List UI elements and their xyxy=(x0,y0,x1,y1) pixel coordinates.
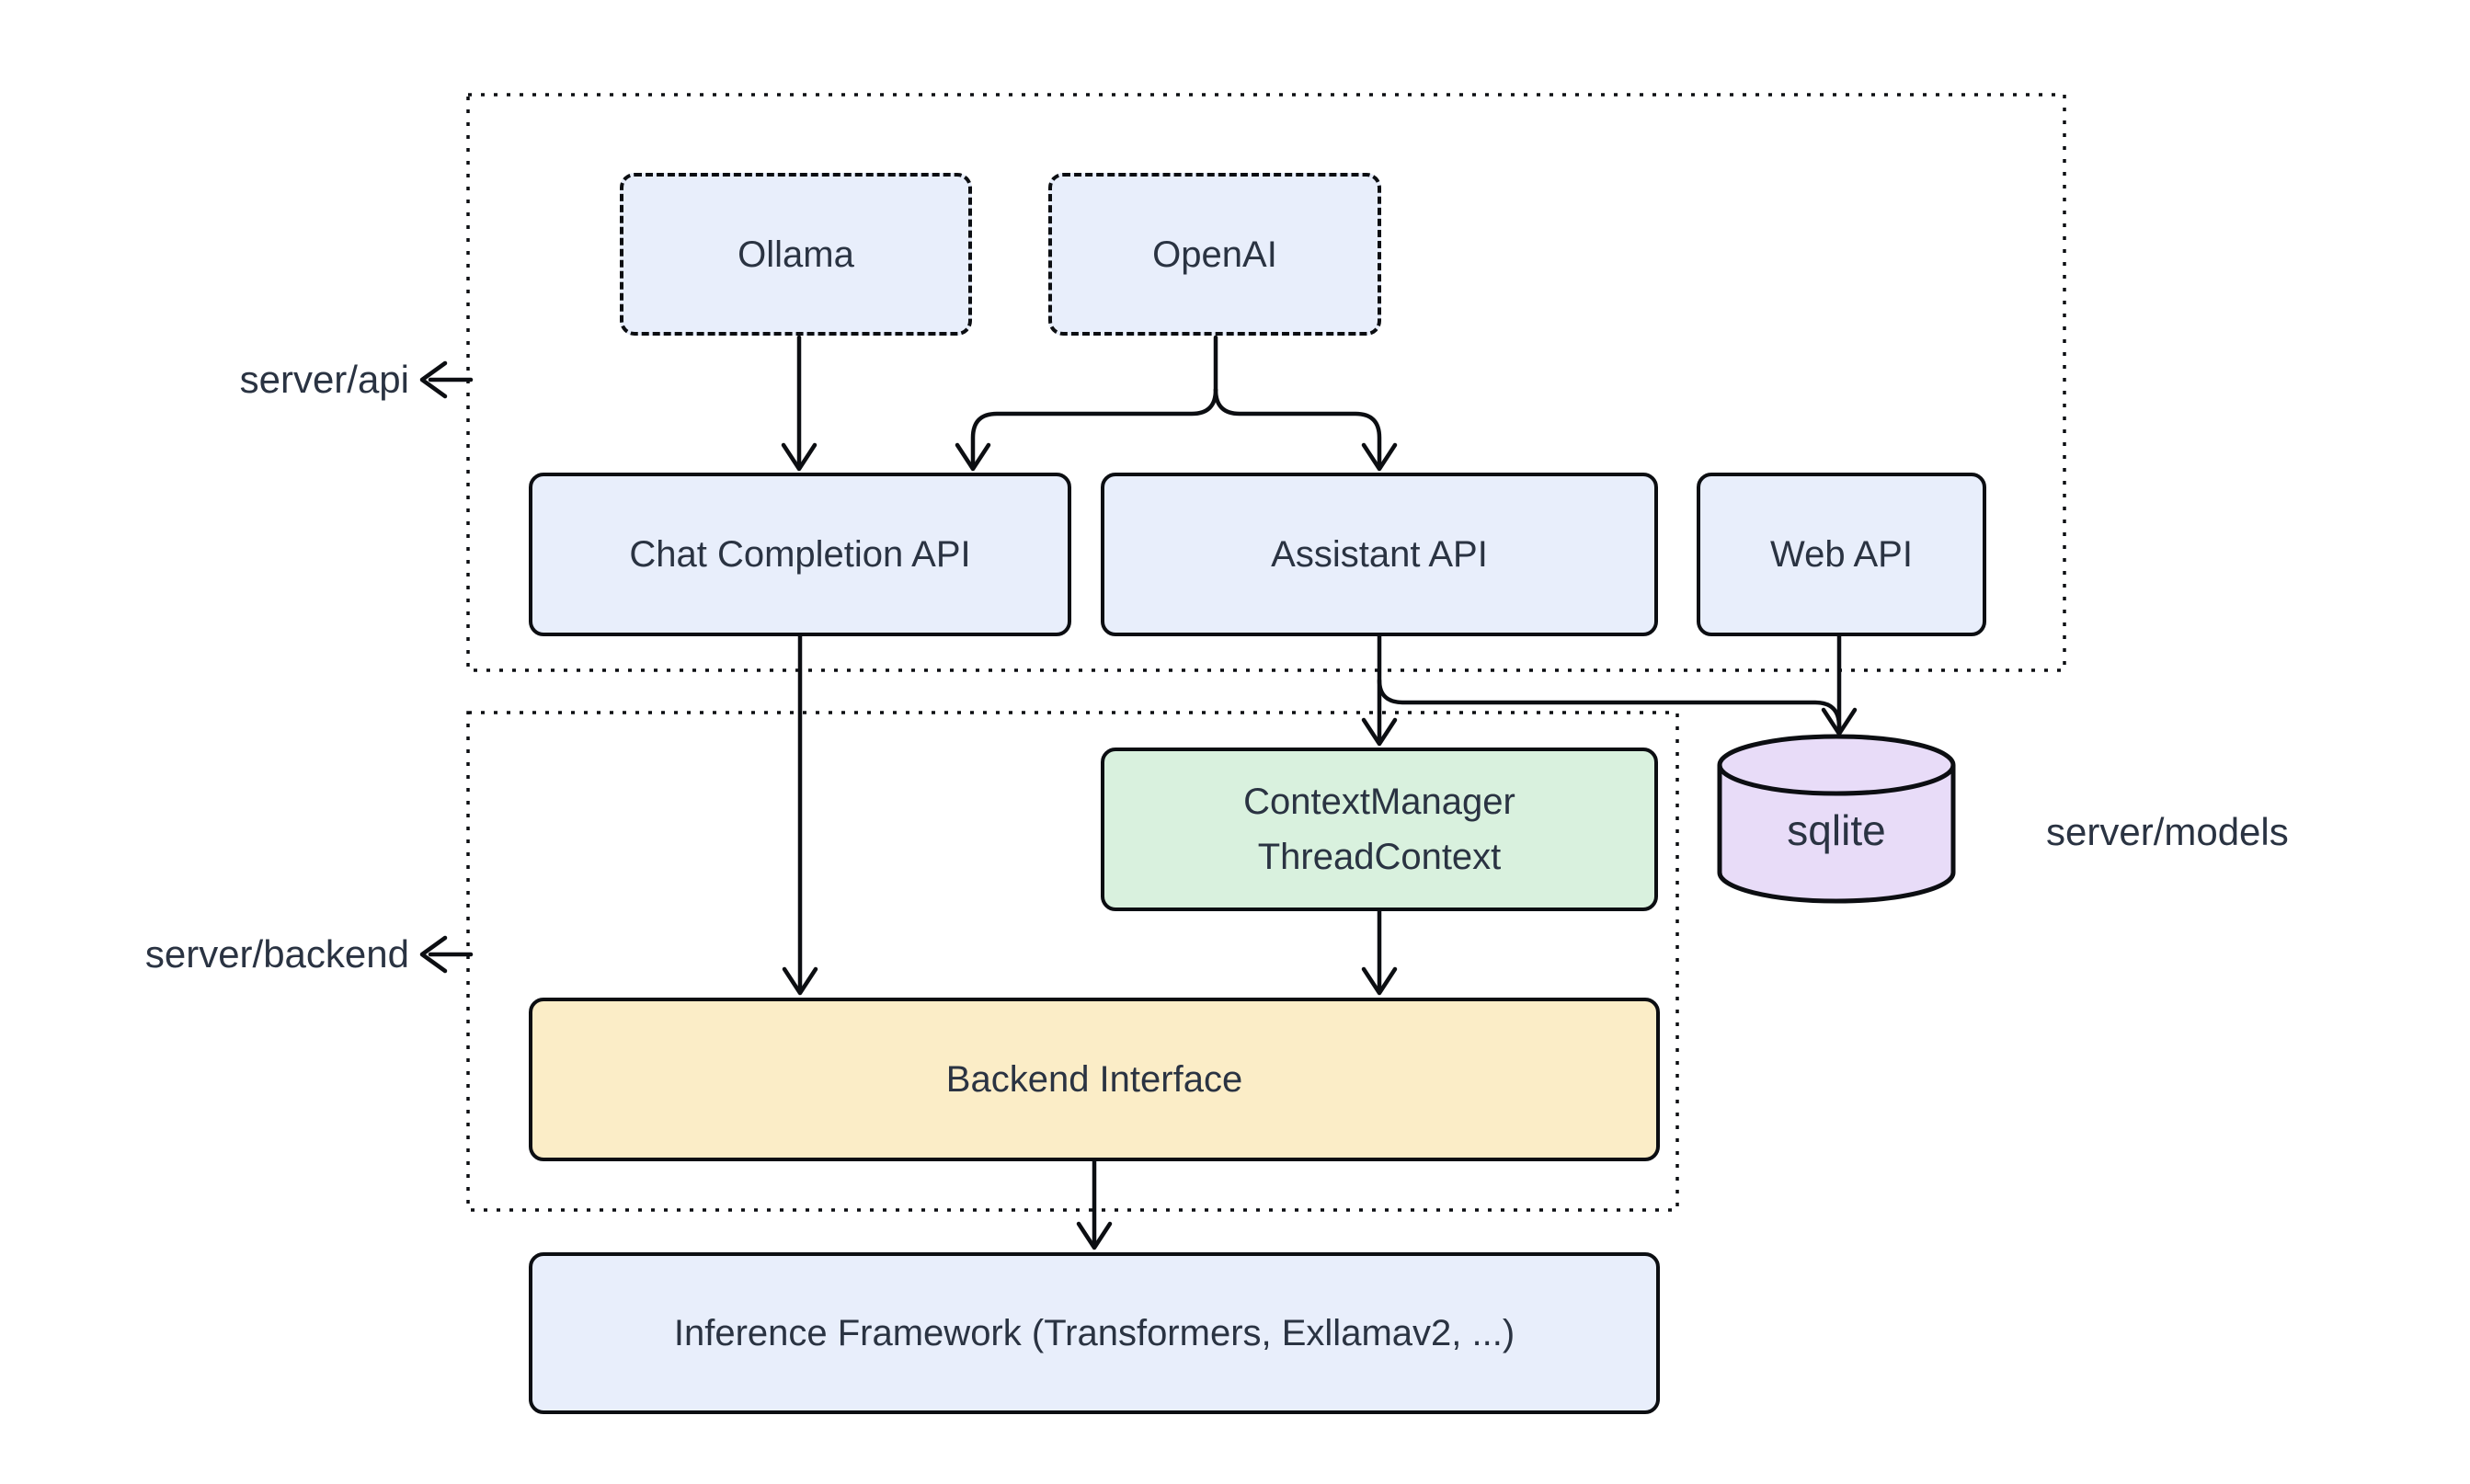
node-assistant-api-label: Assistant API xyxy=(1271,534,1488,575)
node-context-manager-line2: ThreadContext xyxy=(1257,837,1502,877)
sqlite-cylinder-top xyxy=(1717,734,1956,796)
edge-backend-to-inference xyxy=(1076,1159,1113,1250)
node-backend-interface: Backend Interface xyxy=(529,998,1660,1161)
edge-assistant-to-sqlite xyxy=(1377,678,1842,729)
node-context-manager: ContextManager ThreadContext xyxy=(1101,748,1658,911)
server-api-pointer xyxy=(419,360,474,399)
server-backend-container-border xyxy=(466,711,1679,1212)
node-chat-completion-api-label: Chat Completion API xyxy=(629,534,971,575)
server-api-label: server/api xyxy=(239,358,409,401)
node-openai: OpenAI xyxy=(1048,173,1381,336)
edge-ollama-to-chat-api xyxy=(781,335,818,472)
node-inference-framework-label: Inference Framework (Transformers, Exlla… xyxy=(673,1313,1515,1353)
node-ollama: Ollama xyxy=(620,173,972,336)
server-models-label: server/models xyxy=(2046,810,2289,853)
node-backend-interface-label: Backend Interface xyxy=(945,1059,1243,1100)
node-chat-completion-api: Chat Completion API xyxy=(529,473,1071,636)
sqlite-label: sqlite xyxy=(1787,806,1886,854)
node-web-api-label: Web API xyxy=(1770,534,1913,575)
node-web-api: Web API xyxy=(1697,473,1986,636)
server-backend-label: server/backend xyxy=(144,932,409,976)
node-context-manager-line1: ContextManager xyxy=(1243,782,1515,822)
sqlite-cylinder xyxy=(1717,734,1956,904)
edge-web-api-to-sqlite xyxy=(1821,634,1858,736)
node-inference-framework: Inference Framework (Transformers, Exlla… xyxy=(529,1252,1660,1414)
node-assistant-api: Assistant API xyxy=(1101,473,1658,636)
server-api-container-border xyxy=(466,93,2066,672)
node-ollama-label: Ollama xyxy=(738,234,854,275)
node-openai-label: OpenAI xyxy=(1152,234,1277,275)
edge-openai-split xyxy=(955,335,1398,472)
server-backend-pointer xyxy=(419,935,474,974)
edge-context-to-backend xyxy=(1361,908,1398,996)
edge-chat-api-to-backend xyxy=(782,634,818,996)
